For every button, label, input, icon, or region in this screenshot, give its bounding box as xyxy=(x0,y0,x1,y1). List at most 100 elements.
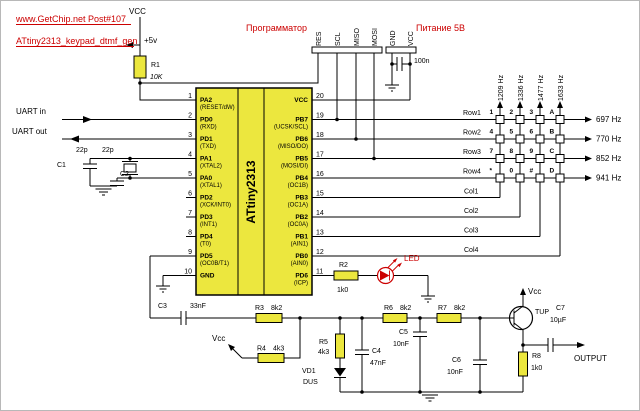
svg-text:1: 1 xyxy=(490,109,494,116)
transistor-label: TUP xyxy=(535,309,549,316)
diode-vd1 xyxy=(334,368,346,377)
svg-text:(RESET/dW): (RESET/dW) xyxy=(200,105,235,111)
svg-text:Col3: Col3 xyxy=(464,228,479,235)
svg-text:PB0: PB0 xyxy=(295,253,308,260)
svg-text:3: 3 xyxy=(188,132,192,139)
crystal-body xyxy=(123,163,137,173)
svg-text:1633 Hz: 1633 Hz xyxy=(558,74,565,101)
svg-text:(T0): (T0) xyxy=(200,242,211,248)
svg-text:Row4: Row4 xyxy=(463,169,481,176)
r3-name: R3 xyxy=(255,305,264,312)
svg-text:6: 6 xyxy=(188,191,192,198)
supply-pin-gnd: GND xyxy=(390,30,397,46)
key-0 xyxy=(515,173,525,183)
svg-text:3: 3 xyxy=(530,109,534,116)
output-arrow-icon xyxy=(577,342,585,348)
svg-text:6: 6 xyxy=(530,129,534,136)
wire-run-filter xyxy=(231,295,577,402)
programmer-pin-scl: SCL xyxy=(335,32,342,46)
resistor-r5 xyxy=(335,333,345,359)
svg-text:PD1: PD1 xyxy=(200,136,213,143)
resistor-r6 xyxy=(382,313,408,323)
key-4 xyxy=(495,134,505,144)
keypad-row-labels: Row1 Row2 Row3 Row4 xyxy=(463,110,481,176)
r1-value: 10K xyxy=(150,74,163,81)
c5-value: 10nF xyxy=(393,341,409,348)
svg-text:697 Hz: 697 Hz xyxy=(596,115,621,124)
svg-text:7: 7 xyxy=(490,148,494,155)
svg-text:4: 4 xyxy=(188,152,192,159)
svg-text:(OC0A): (OC0A) xyxy=(288,222,308,228)
keypad-col-labels: Col1 Col2 Col3 Col4 xyxy=(464,189,479,255)
vcc-top-label: VCC xyxy=(129,7,146,16)
transistor-inner-lines xyxy=(509,305,524,331)
c6-value: 10nF xyxy=(447,369,463,376)
key-C xyxy=(555,154,565,163)
plus5v-label: +5v xyxy=(144,36,157,45)
svg-text:PD3: PD3 xyxy=(200,214,213,221)
svg-text:C: C xyxy=(550,148,555,155)
svg-text:1477 Hz: 1477 Hz xyxy=(538,74,545,101)
svg-text:PD0: PD0 xyxy=(200,117,213,124)
c4-value: 47nF xyxy=(370,360,386,367)
row-arrow-icons xyxy=(585,116,592,181)
svg-text:PA2: PA2 xyxy=(200,97,213,104)
svg-text:A: A xyxy=(550,109,555,116)
key-A xyxy=(555,115,565,124)
svg-text:9: 9 xyxy=(188,249,192,256)
r5-name: R5 xyxy=(319,339,328,346)
svg-text:2: 2 xyxy=(510,109,514,116)
svg-text:7: 7 xyxy=(188,210,192,217)
svg-text:10: 10 xyxy=(184,269,192,276)
key-6 xyxy=(535,134,545,144)
svg-text:(XCK/INT0): (XCK/INT0) xyxy=(200,203,231,209)
svg-text:PD5: PD5 xyxy=(200,253,213,260)
led-symbol xyxy=(376,258,402,285)
r2-value: 1k0 xyxy=(337,287,348,294)
key-2 xyxy=(515,115,525,124)
c1-name: C1 xyxy=(57,162,66,169)
r6-name: R6 xyxy=(384,305,393,312)
svg-text:(ICP): (ICP) xyxy=(294,281,308,287)
keypad-keys: 1 2 3 A 4 5 6 B 7 8 9 C * 0 # D xyxy=(490,109,565,183)
svg-text:11: 11 xyxy=(316,269,323,276)
junction-dots xyxy=(128,62,525,394)
svg-text:770 Hz: 770 Hz xyxy=(596,135,621,144)
svg-text:(OC1A): (OC1A) xyxy=(288,203,308,209)
power-connector xyxy=(385,46,417,54)
svg-text:PB7: PB7 xyxy=(295,117,308,124)
svg-text:PB2: PB2 xyxy=(295,214,308,221)
programmer-pin-mosi: MOSI xyxy=(372,28,379,46)
ic-right-pins: 20 VCC 19 PB7 (UCSK/SCL) 18 PB6 (MISO/DO… xyxy=(274,93,324,287)
svg-text:D: D xyxy=(550,168,555,175)
output-label: OUTPUT xyxy=(574,354,607,363)
svg-text:(MOSI/DI): (MOSI/DI) xyxy=(281,164,308,170)
svg-text:(XTAL1): (XTAL1) xyxy=(200,183,222,189)
svg-text:852 Hz: 852 Hz xyxy=(596,154,621,163)
svg-text:Col2: Col2 xyxy=(464,208,479,215)
svg-text:13: 13 xyxy=(316,230,324,237)
svg-text:15: 15 xyxy=(316,191,324,198)
svg-text:Row3: Row3 xyxy=(463,149,481,156)
svg-text:9: 9 xyxy=(530,148,534,155)
key-1 xyxy=(495,115,505,124)
svg-text:PB6: PB6 xyxy=(295,136,308,143)
c7-name: C7 xyxy=(556,305,565,312)
svg-text:19: 19 xyxy=(316,113,324,120)
r5-value: 4k3 xyxy=(318,349,329,356)
site-link[interactable]: www.GetChip.net Post#107 xyxy=(15,14,126,24)
svg-text:(RXD): (RXD) xyxy=(200,125,217,131)
svg-text:(AIN0): (AIN0) xyxy=(291,261,308,267)
c4-name: C4 xyxy=(372,348,381,355)
key-7 xyxy=(495,154,505,163)
file-link[interactable]: ATtiny2313_keypad_dtmf_gen xyxy=(16,36,137,46)
c2-value: 22p xyxy=(102,147,114,154)
c5-name: C5 xyxy=(399,329,408,336)
svg-text:(UCSK/SCL): (UCSK/SCL) xyxy=(274,125,308,131)
svg-text:18: 18 xyxy=(316,132,324,139)
key-8 xyxy=(515,154,525,163)
ic-inner-lines xyxy=(237,88,265,295)
svg-text:PA0: PA0 xyxy=(200,175,213,182)
wire-run-led xyxy=(312,275,435,303)
resistor-r3 xyxy=(255,313,283,323)
